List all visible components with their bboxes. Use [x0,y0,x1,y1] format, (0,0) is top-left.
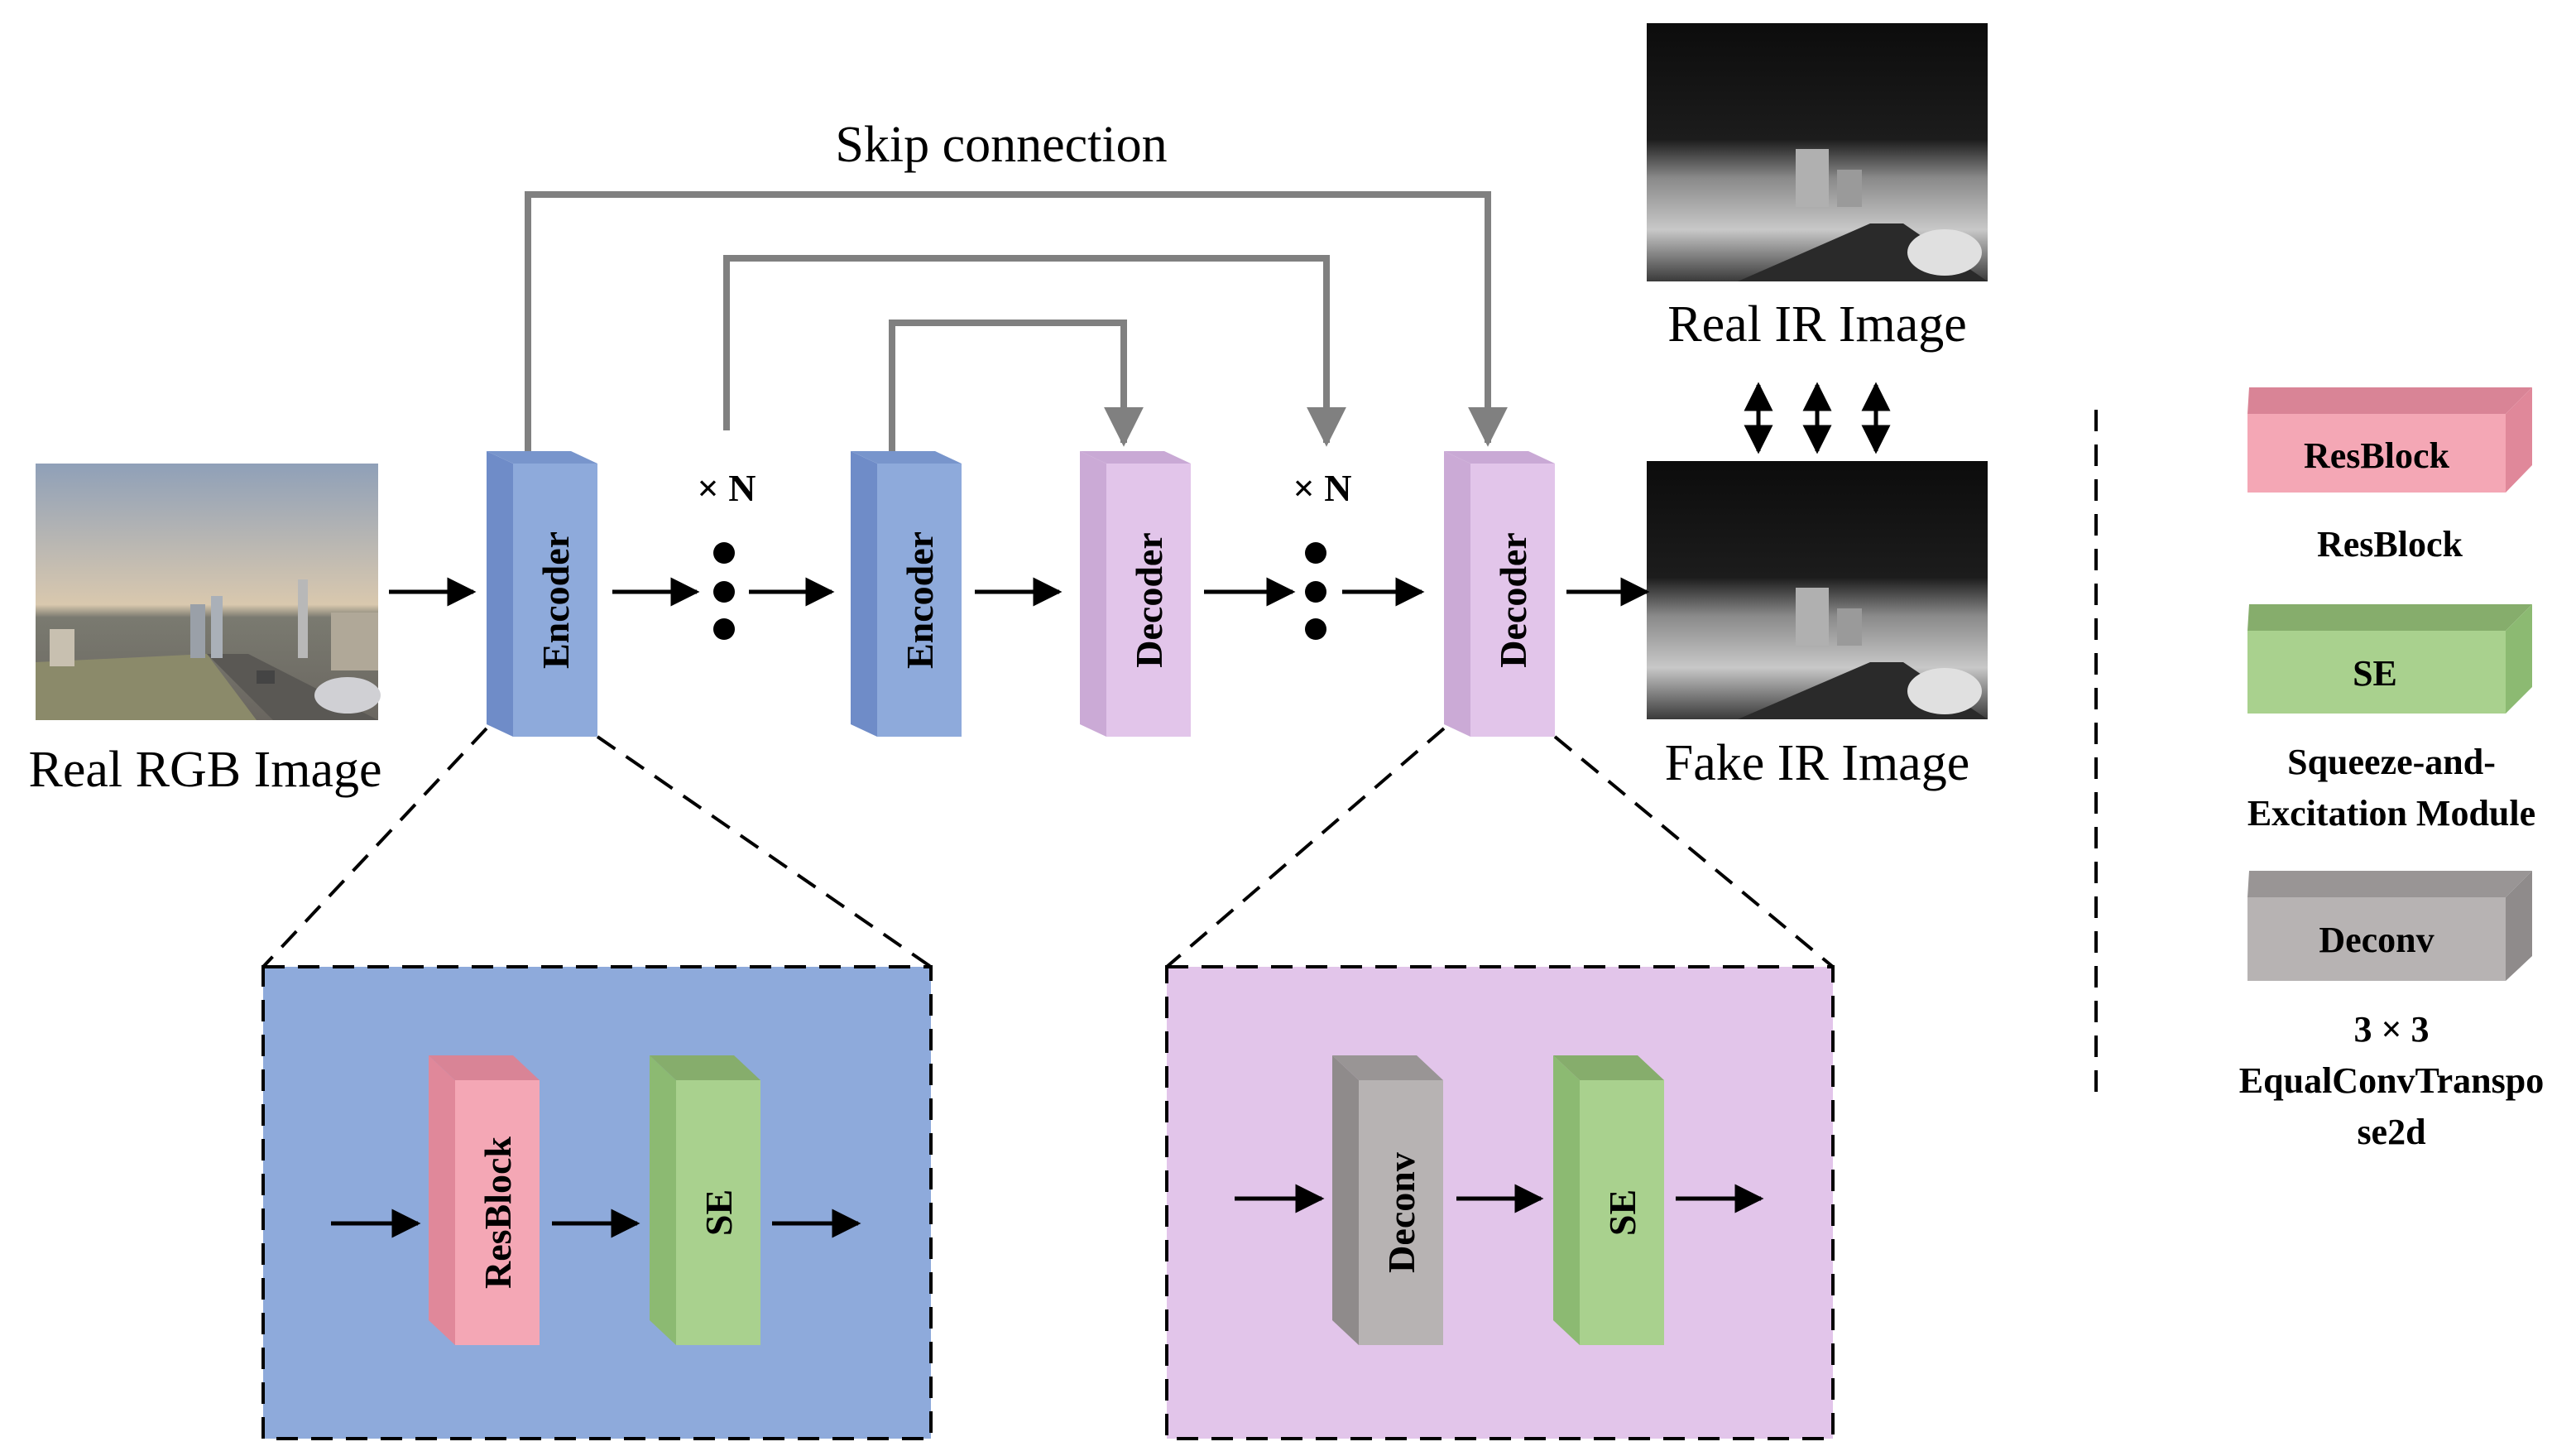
repeat-dots-right [1305,542,1326,640]
se-detail-decoder-label: SE [1601,1189,1643,1236]
legend-resblock: ResBlock ResBlock [2247,387,2532,565]
repeat-label-left: × N [698,467,756,509]
encoder-2-label: Encoder [899,531,941,669]
resblock-detail-label: ResBlock [477,1136,519,1289]
se-detail-encoder: SE [650,1055,760,1345]
decoder-block-1: Decoder [1080,451,1191,737]
legend-deconv-desc-1: 3 × 3 [2353,1009,2429,1050]
legend-se-desc-1: Squeeze-and- [2287,742,2496,782]
fake-ir-image [1647,461,1988,719]
encoder-detail-panel: ResBlock SE [261,965,933,1440]
resblock-detail: ResBlock [429,1055,540,1345]
se-detail-encoder-label: SE [698,1189,740,1236]
repeat-dots-left [713,542,735,640]
decoder-2-label: Decoder [1492,532,1534,667]
skip-connection-label: Skip connection [835,117,1167,173]
real-rgb-label: Real RGB Image [28,742,381,798]
zoom-lines [261,727,1835,968]
deconv-detail: Deconv [1332,1055,1443,1345]
skip-connections [525,191,1508,451]
legend-deconv: Deconv 3 × 3 EqualConvTranspo se2d [2239,871,2544,1152]
legend: ResBlock ResBlock SE Squeeze-and- Excita… [2239,387,2544,1152]
legend-resblock-label: ResBlock [2304,435,2450,476]
real-ir-image [1647,23,1988,281]
decoder-block-2: Decoder [1444,451,1555,737]
se-detail-decoder: SE [1553,1055,1664,1345]
comparison-arrows [1744,382,1891,454]
encoder-block-2: Encoder [851,451,962,737]
legend-resblock-desc: ResBlock [2317,524,2463,565]
legend-deconv-desc-3: se2d [2357,1112,2425,1152]
skip-line-outer [525,191,1508,451]
legend-deconv-desc-2: EqualConvTranspo [2239,1060,2544,1101]
legend-se-label: SE [2353,653,2397,694]
encoder-1-label: Encoder [535,531,577,669]
legend-se: SE Squeeze-and- Excitation Module [2247,604,2535,834]
decoder-1-label: Decoder [1128,532,1170,667]
real-ir-label: Real IR Image [1667,296,1967,353]
fake-ir-label: Fake IR Image [1665,735,1969,791]
encoder-block-1: Encoder [487,451,597,737]
repeat-label-right: × N [1293,467,1352,509]
legend-deconv-label: Deconv [2319,920,2434,960]
decoder-detail-panel: Deconv SE [1165,965,1835,1440]
deconv-detail-label: Deconv [1380,1152,1422,1273]
skip-line-inner [889,320,1144,451]
real-rgb-image [36,464,381,720]
skip-line-middle [723,255,1346,447]
legend-se-desc-2: Excitation Module [2247,793,2535,834]
